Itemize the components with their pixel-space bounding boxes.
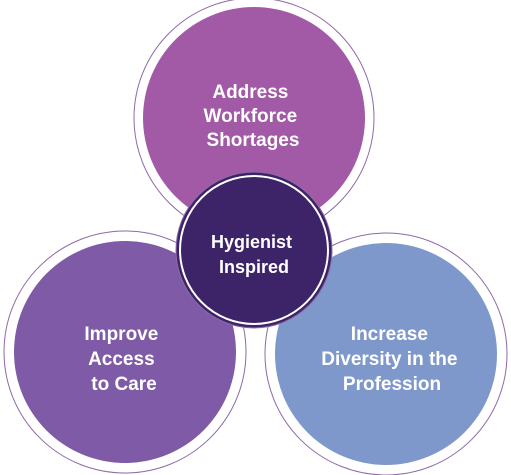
top-circle [143,7,365,229]
center-circle-label-line-2: Inspired [219,257,289,277]
center-circle-group [175,171,333,329]
top-circle-label: Address Workforce Shortages [204,82,303,151]
left-circle-label-line-1: Improve [84,324,158,345]
top-circle-label-line-1: Address [212,82,288,103]
center-circle-ring [179,175,329,325]
left-circle-label-line-2: Access [88,349,155,370]
right-circle-label-line-2: Diversity in the [321,349,457,370]
right-circle-label-line-3: Profession [343,374,441,395]
left-circle [14,241,236,463]
right-circle-group [264,232,508,475]
center-circle-label-line-1: Hygienist [211,232,292,252]
right-circle-label: Increase Diversity in the Profession [321,324,463,395]
left-circle-label: Improve Access to Care [84,324,163,395]
left-circle-label-line-3: to Care [91,374,156,395]
right-circle-label-line-1: Increase [351,324,428,345]
left-circle-group [3,230,247,474]
top-circle-group [133,0,375,239]
top-circle-label-line-3: Shortages [207,130,300,151]
center-circle [184,180,324,320]
top-circle-label-line-2: Workforce [204,106,298,127]
right-circle [275,243,497,465]
center-circle-label: Hygienist Inspired [211,232,297,277]
